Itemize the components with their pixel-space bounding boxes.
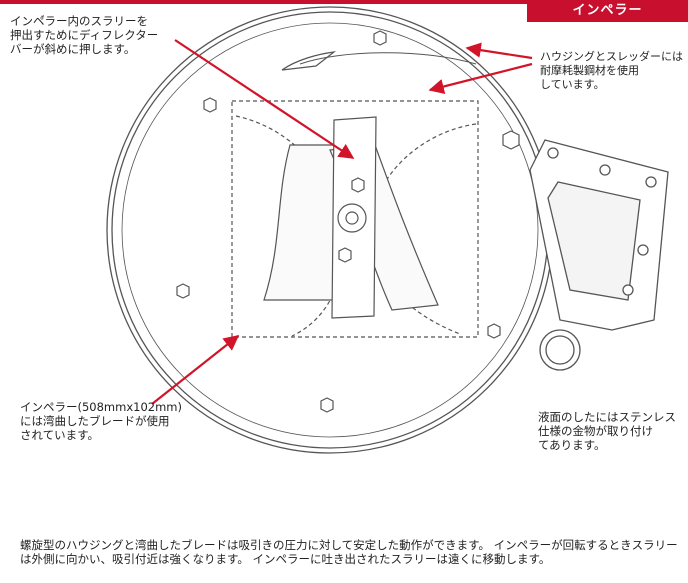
- impeller-blades: [231, 100, 479, 338]
- deflector-bar: [281, 51, 477, 71]
- footer-description: 螺旋型のハウジングと湾曲したブレードは吸引きの圧力に対して安定した動作ができます…: [20, 538, 678, 566]
- section-tag: インペラー: [527, 0, 688, 22]
- bolt-heads: [176, 30, 520, 413]
- top-accent-bar: [0, 0, 688, 4]
- discharge-flange: [529, 139, 669, 331]
- annotation-fitting: 液面のしたにはステンレス 仕様の金物が取り付け てあります。: [538, 410, 676, 452]
- annotation-deflector: インペ゙ラー内のスラリーを 押出すためにディフレクター バーが斜めに押します。: [10, 14, 159, 56]
- annotation-housing: ハウジングとスレッダーには 耐摩耗製鋼材を使用 しています。: [540, 50, 683, 91]
- suction-port: [539, 329, 581, 371]
- leader-arrows: [151, 39, 533, 405]
- annotation-impeller: インペラー(508mmx102mm) には湾曲したブレードが使用 されています。: [20, 400, 182, 442]
